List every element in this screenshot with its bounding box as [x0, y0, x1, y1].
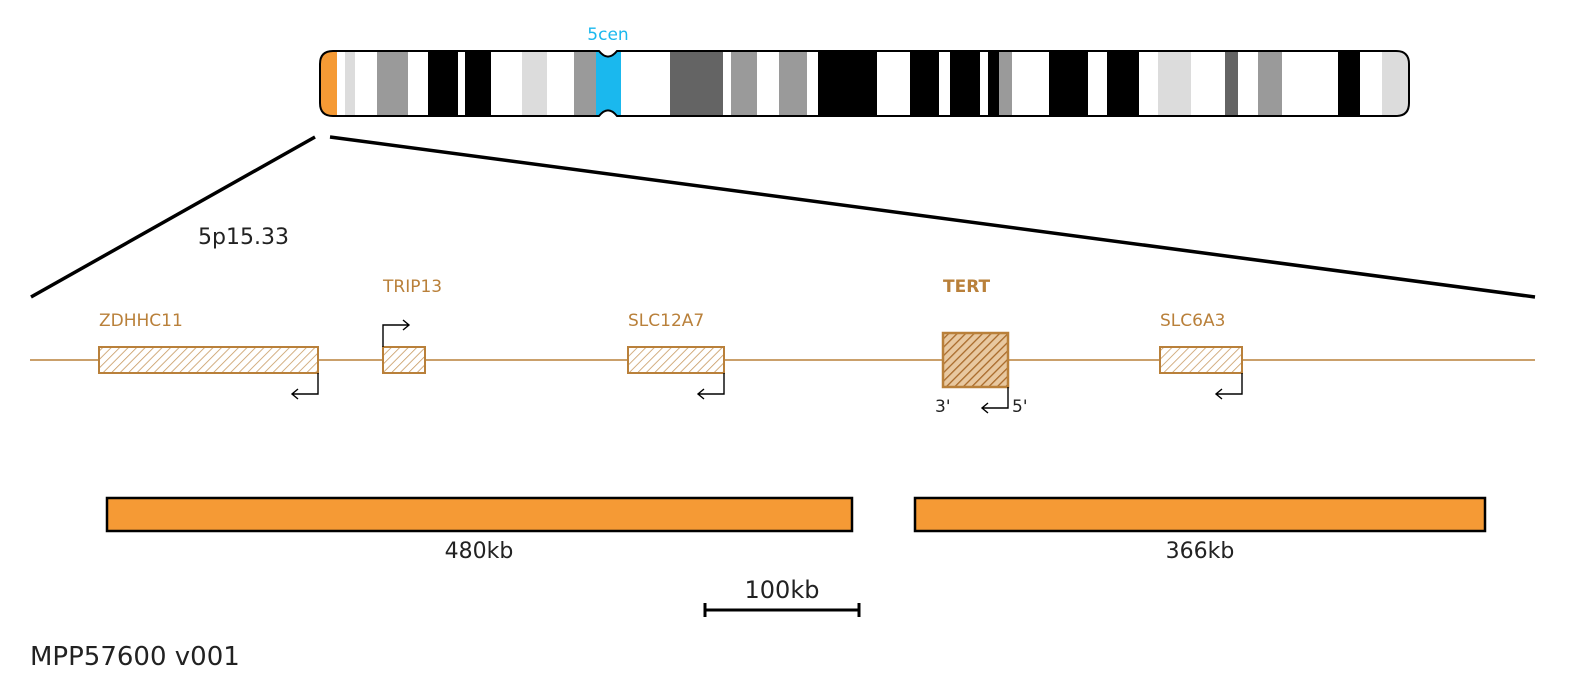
gene-slc12a7: SLC12A7 — [627, 311, 725, 400]
chromosome-5-ideogram: 5cen — [319, 25, 1410, 117]
gene-box-tert — [941, 331, 1010, 389]
chromosome-band-q21-1 — [910, 51, 939, 116]
chromosome-band-q22-1 — [980, 51, 988, 116]
chromosome-band-p13-2 — [491, 51, 522, 116]
zoom-expansion-lines: 5p15.33 — [30, 135, 1536, 299]
chromosome-band-q12-2 — [699, 51, 723, 116]
chromosome-band-p14-3 — [408, 51, 428, 116]
chromosome-band-q31-2 — [1139, 51, 1158, 116]
strand-arrow-slc6a3 — [1214, 373, 1243, 400]
probe-bar-366kb — [913, 496, 1487, 533]
chromosome-band-q11-1 — [596, 51, 621, 116]
chromosome-band-q33-3 — [1258, 51, 1282, 116]
chromosome-bands — [320, 51, 1409, 116]
strand-arrow-slc12a7 — [696, 373, 725, 400]
chromosome-band-q23-3 — [1088, 51, 1107, 116]
strand-arrow-trip13 — [382, 319, 411, 347]
chromosome-band-q12-1 — [670, 51, 699, 116]
chromosome-band-q22-2 — [988, 51, 999, 116]
gene-label-slc6a3: SLC6A3 — [1160, 311, 1225, 331]
gene-label-zdhhc11: ZDHHC11 — [99, 311, 183, 331]
gene-trip13: TRIP13 — [382, 277, 442, 374]
probe-bar-480kb — [105, 496, 854, 533]
gene-box-trip13 — [382, 346, 426, 374]
gene-slc6a3: SLC6A3 — [1159, 311, 1243, 400]
chromosome-band-q23-2 — [1049, 51, 1088, 116]
tert-five-prime-label: 5' — [1012, 397, 1028, 417]
gene-label-trip13: TRIP13 — [382, 277, 442, 297]
chromosome-outline — [319, 50, 1410, 117]
tert-three-prime-label: 3' — [935, 397, 951, 417]
chromosome-band-q23-1 — [1012, 51, 1049, 116]
gene-box-zdhhc11 — [98, 346, 319, 374]
probe-track: 480kb 366kb — [105, 496, 1487, 564]
gene-zdhhc11: ZDHHC11 — [98, 311, 319, 400]
chromosome-band-q13-2 — [757, 51, 779, 116]
chromosome-band-q34 — [1282, 51, 1338, 116]
chromosome-band-q12-3 — [723, 51, 731, 116]
chromosome-band-q13-1 — [731, 51, 757, 116]
scale-bar-label: 100kb — [745, 576, 820, 604]
chromosome-band-q35-2 — [1360, 51, 1382, 116]
chromosome-band-q35-1 — [1338, 51, 1360, 116]
gene-box-slc6a3 — [1159, 346, 1243, 374]
gene-tert: TERT — [941, 277, 1010, 414]
zoom-line-right — [329, 135, 1536, 299]
chromosome-band-q31-3 — [1158, 51, 1191, 116]
chromosome-band-p13-3 — [465, 51, 491, 116]
chromosome-band-q14-3 — [818, 51, 877, 116]
chromosome-band-q31-1 — [1107, 51, 1139, 116]
chromosome-band-p15-1 — [377, 51, 408, 116]
gene-box-slc12a7 — [627, 346, 725, 374]
chromosome-band-q15 — [877, 51, 910, 116]
chromosome-band-q33-1 — [1225, 51, 1238, 116]
chromosome-band-q21-2 — [939, 51, 950, 116]
chromosome-band-p11 — [574, 51, 596, 116]
strand-arrow-zdhhc11 — [290, 373, 319, 400]
probe-size-label-366kb: 366kb — [1166, 539, 1235, 564]
chromosome-band-p12 — [547, 51, 574, 116]
chromosome-band-q35-3 — [1382, 51, 1409, 116]
chromosome-band-p15-31 — [345, 51, 355, 116]
centromere-label: 5cen — [587, 25, 628, 45]
chromosome-band-p15-32 — [337, 51, 345, 116]
strand-arrow-tert — [980, 387, 1009, 414]
chromosome-band-q22-3 — [999, 51, 1012, 116]
gene-label-slc12a7: SLC12A7 — [628, 311, 704, 331]
chromosome-band-q14-1 — [807, 51, 818, 116]
chromosome-band-q21-3 — [950, 51, 980, 116]
probe-size-label-480kb: 480kb — [445, 539, 514, 564]
chromosome-band-q32 — [1191, 51, 1225, 116]
product-code-label: MPP57600 v001 — [30, 642, 240, 672]
chromosome-band-q11-2 — [621, 51, 670, 116]
gene-label-tert: TERT — [943, 277, 991, 297]
scale-bar: 100kb — [703, 576, 861, 617]
zoom-band-label: 5p15.33 — [198, 225, 289, 250]
chromosome-band-p15-2 — [355, 51, 377, 116]
chromosome-band-p14-1 — [458, 51, 465, 116]
zoom-line-left — [30, 135, 316, 299]
chromosome-band-q13-3 — [779, 51, 807, 116]
chromosome-band-q33-2 — [1238, 51, 1258, 116]
chromosome-band-p14-2 — [428, 51, 458, 116]
chromosome-band-p15-33 — [320, 51, 337, 116]
chromosome-band-p13-1 — [522, 51, 547, 116]
